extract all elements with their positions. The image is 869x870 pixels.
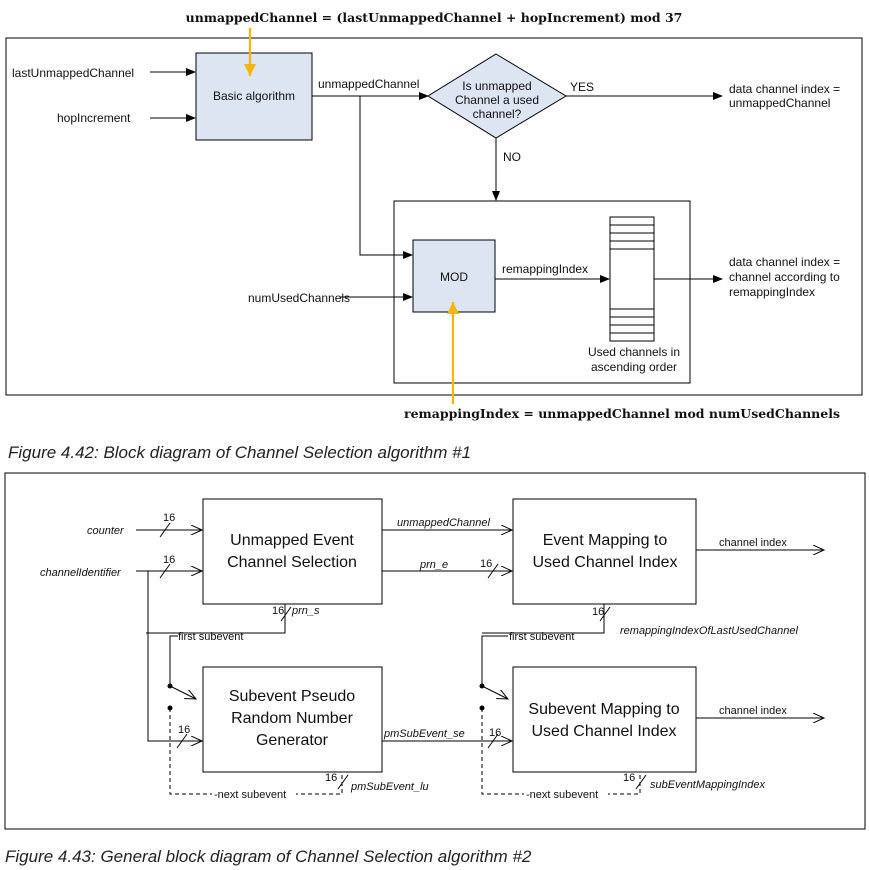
output-yes-line-1: data channel index = [729,82,840,96]
event-mapping-block [512,498,697,605]
bus-width-prn-s: 16 [272,605,284,617]
event-mapping-line-2: Used Channel Index [533,554,678,571]
pm-subevent-lu-signal: pmSubEvent_lu [350,781,429,793]
bus-width-prng-input: 16 [178,724,190,736]
used-channels-table [609,216,655,342]
prn-s-line [146,604,286,634]
bus-slash-prn-e [487,563,499,579]
sub-event-mapping-index-signal: subEventMappingIndex [650,779,765,791]
prn-s-signal: prn_s [291,605,320,617]
next-subevent-label-left: -next subevent [214,789,286,801]
formula-unmapped-channel: unmappedChannel = (lastUnmappedChannel +… [186,10,683,25]
subevent-prng-line-3: Generator [256,732,329,749]
switch-arm-right [481,685,508,699]
next-subevent-label-right: -next subevent [526,789,598,801]
remapping-last-signal: remappingIndexOfLastUsedChannel [620,625,799,637]
bus-width-sub-mapping: 16 [623,772,635,784]
bus-slash-channel-identifier [159,563,171,579]
input-counter: counter [87,525,125,537]
output-no-line-1: data channel index = [729,255,840,269]
unmapped-channel-label: unmappedChannel [318,77,419,91]
first-subevent-line-left [169,635,178,686]
no-label: NO [503,150,521,164]
decision-line-1: Is unmapped [462,79,531,93]
unmapped-event-line-1: Unmapped Event [230,532,354,549]
subevent-prng-line-1: Subevent Pseudo [229,688,355,705]
unmapped-event-channel-selection-block [202,498,383,605]
first-subevent-label-left: first subevent [178,631,243,643]
pm-subevent-se-signal: pmSubEvent_se [383,728,465,740]
bus-slash-counter [159,522,171,538]
unmapped-event-line-2: Channel Selection [227,554,357,571]
table-caption-line-2: ascending order [591,360,677,374]
subevent-prng-block [202,666,383,773]
figure-4-43: counter 16 channelIdentifier 16 Unmapped… [4,472,866,866]
decision-line-2: Channel a used [455,93,539,107]
bus-slash-sub-mapping [635,774,647,790]
next-subevent-label-bg-left [212,788,296,800]
figure-4-43-caption: Figure 4.43: General block diagram of Ch… [5,847,532,866]
basic-algorithm-label: Basic algorithm [213,89,295,103]
bus-slash-prn-s [280,606,292,622]
bus-slash-pm-se [487,733,499,749]
next-subevent-label-bg-right [524,788,608,800]
first-subevent-line-right [481,635,508,686]
figure-1-frame [5,37,863,396]
bus-width-prn-e: 16 [480,558,492,570]
input-last-unmapped-channel: lastUnmappedChannel [12,66,134,80]
formula-remapping-index: remappingIndex = unmappedChannel mod num… [404,406,840,421]
bus-slash-prng-input [176,733,188,749]
input-num-used-channels: numUsedChannels [248,291,350,305]
bus-width-counter: 16 [163,512,175,524]
mod-block [412,239,496,313]
bus-width-pm-se: 16 [489,727,501,739]
channel-identifier-to-prng [147,571,202,741]
unmapped-channel-signal: unmappedChannel [397,517,491,529]
event-mapping-line-1: Event Mapping to [543,532,668,549]
input-channel-identifier: channelIdentifier [40,567,122,579]
figure-2-frame [4,472,866,830]
subevent-prng-line-2: Random Number [231,710,354,727]
table-caption-line-1: Used channels in [588,345,680,359]
channel-index-output-2: channel index [719,705,787,717]
subevent-mapping-block [512,666,697,773]
bus-width-pm-lu: 16 [325,772,337,784]
figure-4-42-caption: Figure 4.42: Block diagram of Channel Se… [8,443,471,462]
bus-slash-remapping-last [599,606,611,622]
unmapped-channel-feed [359,96,413,259]
bus-width-channel-identifier: 16 [163,554,175,566]
remapping-last-line [482,604,605,634]
input-hop-increment: hopIncrement [57,111,131,125]
switch-arm-left [169,685,196,699]
decision-line-3: channel? [473,107,522,121]
prn-e-signal: prn_e [419,559,448,571]
first-subevent-label-right: first subevent [509,631,574,643]
remapping-index-label: remappingIndex [502,262,588,276]
output-no-line-2: channel according to [729,270,840,284]
yes-label: YES [570,80,594,94]
mod-label: MOD [440,270,468,284]
bus-width-remapping-last: 16 [592,606,604,618]
subevent-mapping-line-2: Used Channel Index [532,723,677,740]
output-no-line-3: remappingIndex [729,285,815,299]
channel-index-output-1: channel index [719,537,787,549]
subevent-mapping-line-1: Subevent Mapping to [528,701,679,718]
bus-slash-pm-lu [337,774,349,790]
figure-4-42: unmappedChannel = (lastUnmappedChannel +… [5,10,863,462]
output-yes-line-2: unmappedChannel [729,96,830,110]
